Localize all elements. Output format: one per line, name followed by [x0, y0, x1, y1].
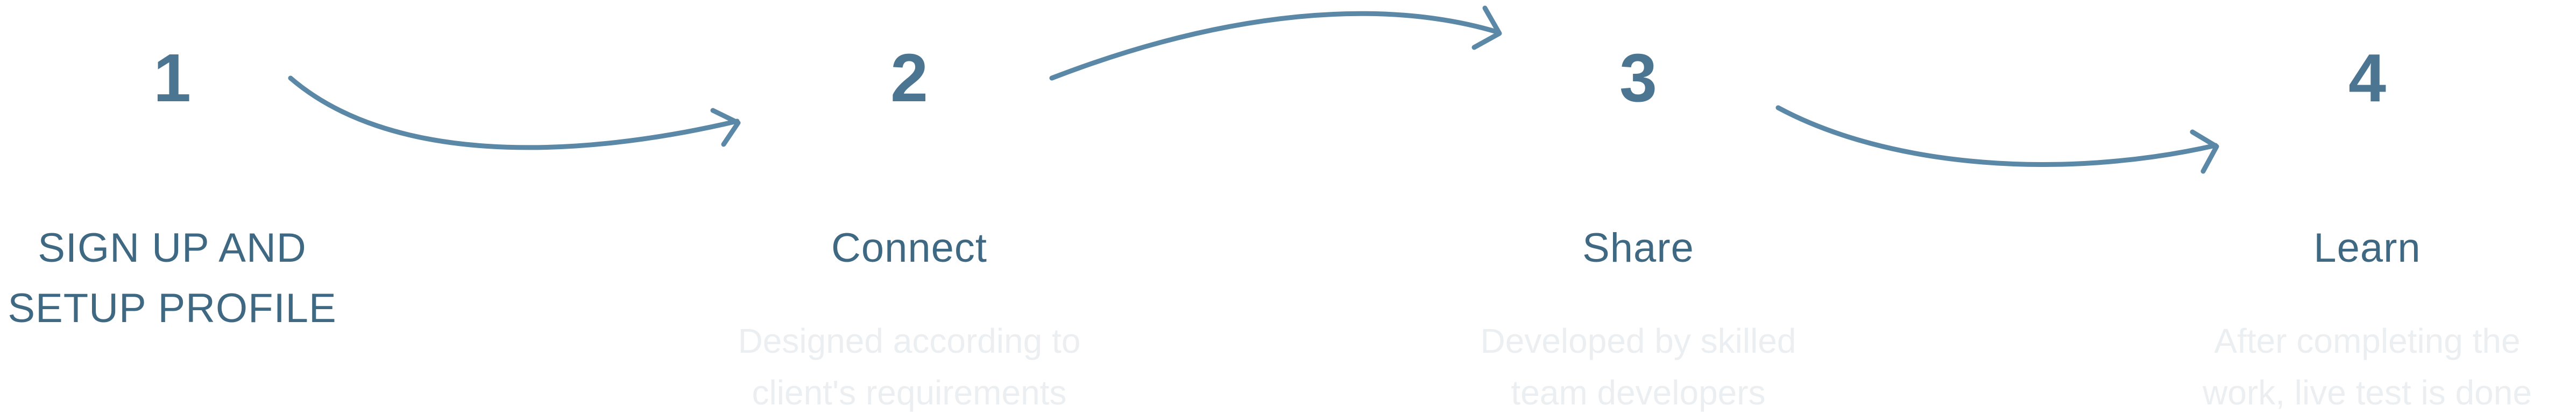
arrow-2-to-3 [1049, 5, 1502, 81]
step-3-number: 3 [1619, 40, 1658, 116]
step-3-title: Share [1582, 225, 1694, 271]
step-2-number: 2 [890, 40, 929, 116]
arrow-2-curve [1049, 11, 1501, 81]
step-1-number: 1 [153, 40, 192, 116]
arrow-3-curve [1775, 105, 2218, 167]
step-2-title: Connect [831, 225, 988, 271]
arrow-1-curve [288, 75, 740, 150]
step-4-title: Learn [2313, 225, 2421, 271]
arrow-1-head [710, 108, 741, 147]
step-1-title: SIGN UP AND SETUP PROFILE [8, 225, 337, 331]
step-2-description: Designed according to client's requireme… [738, 322, 1081, 412]
step-3-description: Developed by skilled team developers [1480, 322, 1796, 412]
arrow-3-to-4 [1775, 105, 2219, 174]
step-4-number: 4 [2348, 40, 2387, 116]
arrow-2-head [1471, 5, 1502, 50]
arrow-3-head [2190, 129, 2219, 174]
step-4-description: After completing the work, live test is … [2203, 322, 2532, 412]
arrow-1-to-2 [288, 75, 741, 150]
